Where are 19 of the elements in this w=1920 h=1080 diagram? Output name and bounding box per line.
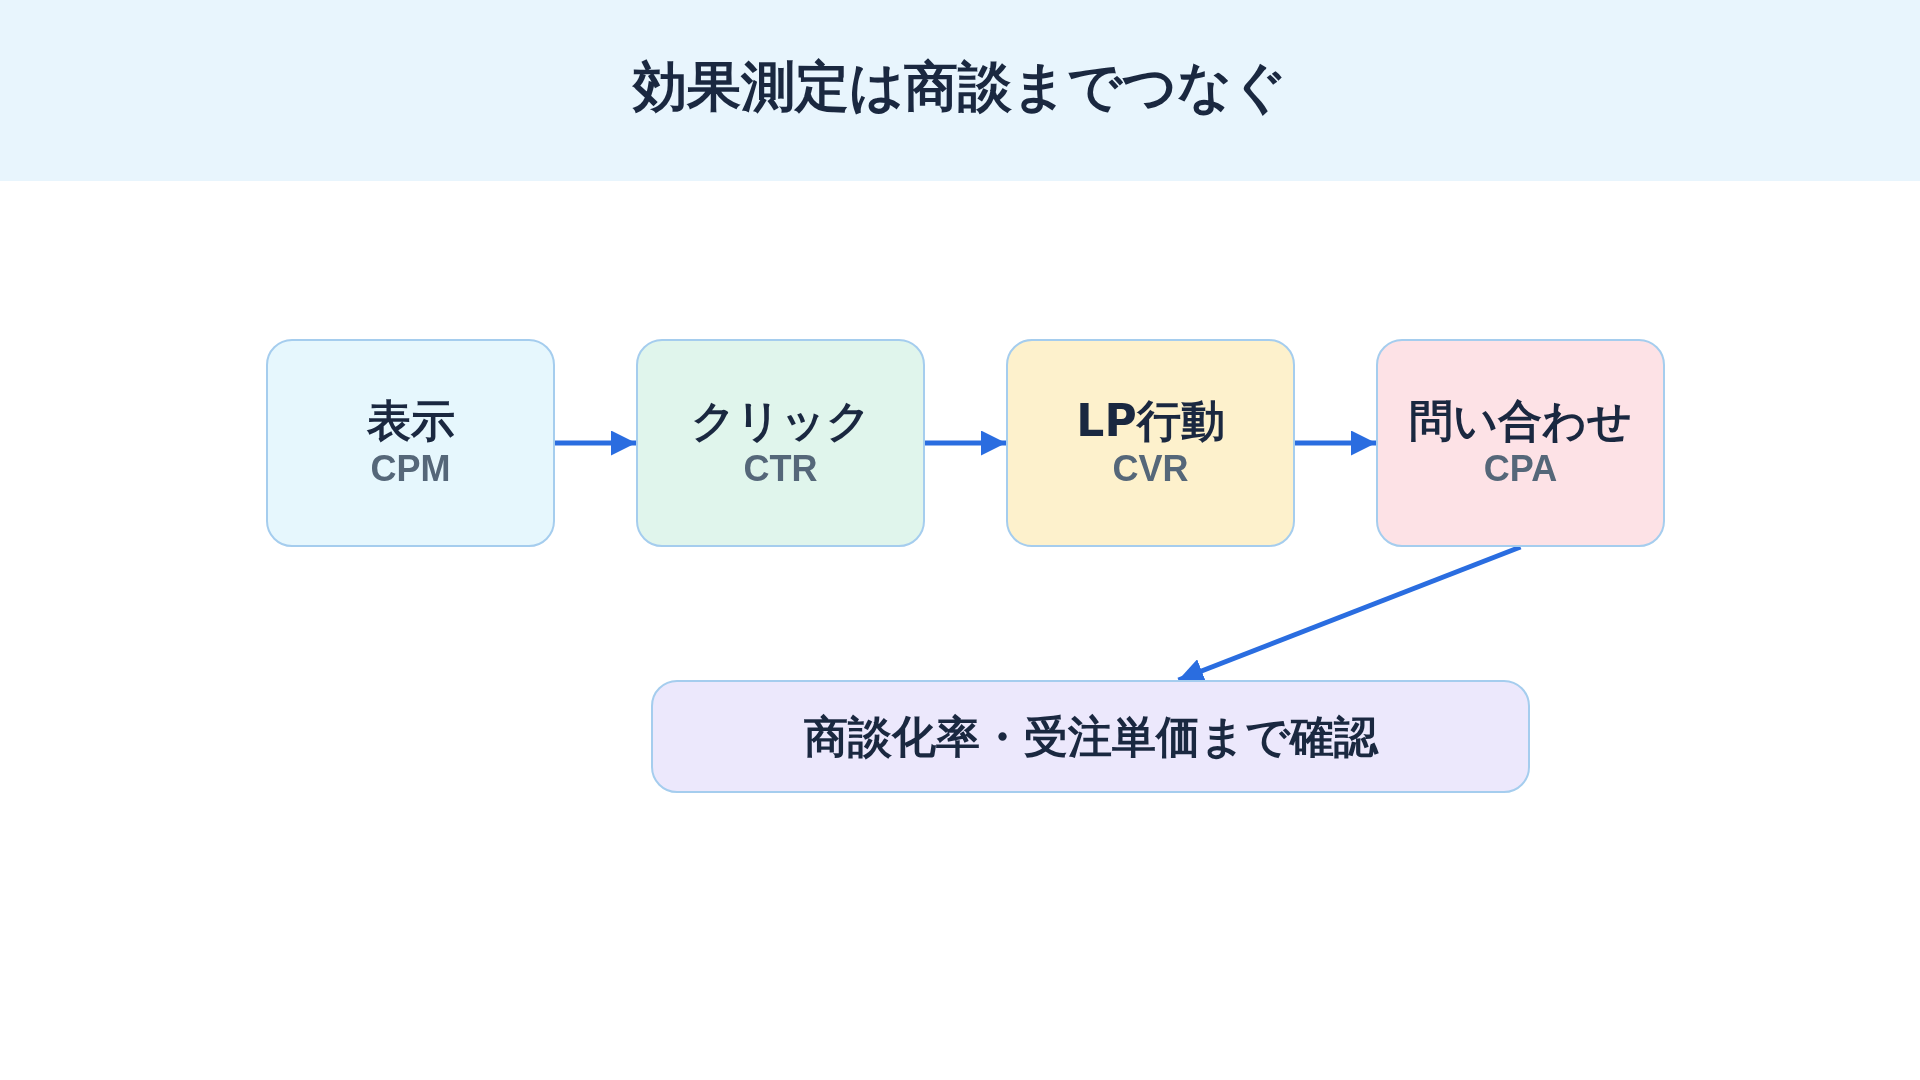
arrow — [1295, 430, 1376, 456]
step-label: クリック — [690, 395, 871, 447]
step-label: 問い合わせ — [1409, 395, 1632, 447]
process-box — [1006, 339, 1295, 547]
arrow — [925, 430, 1006, 456]
step-label: 表示 — [366, 395, 455, 447]
process-box — [636, 339, 925, 547]
metric-label: CVR — [1112, 447, 1189, 491]
process-box — [1376, 339, 1665, 547]
arrow — [555, 430, 636, 456]
process-box — [651, 680, 1530, 793]
page-title: 効果測定は商談までつなぐ — [631, 54, 1288, 120]
step-label: LP行動 — [1076, 395, 1225, 447]
step-label: 商談化率・受注単価まで確認 — [803, 710, 1378, 763]
arrow — [1177, 544, 1522, 683]
metric-label: CPM — [370, 447, 451, 491]
metric-label: CTR — [743, 447, 818, 491]
process-box — [266, 339, 555, 547]
metric-label: CPA — [1483, 447, 1558, 491]
